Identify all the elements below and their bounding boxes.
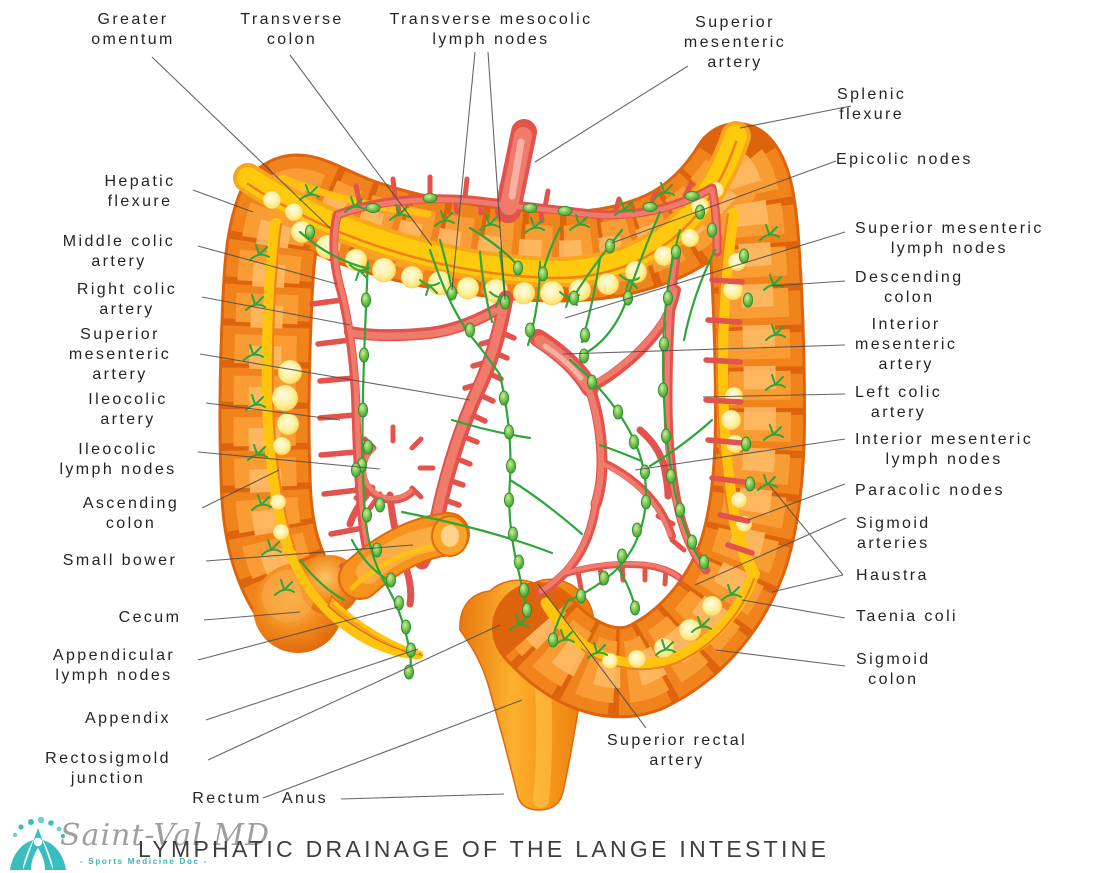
small-bowel (338, 512, 470, 600)
label-haustra: Haustra (856, 567, 929, 584)
label-ileocolic-lymph-nodes: Ileocolic lymph nodes (59, 441, 177, 478)
leader-lines (151, 51, 852, 800)
label-right-colic-artery: Right colic artery (76, 281, 178, 318)
label-left-colic-artery: Left colic artery (855, 384, 943, 421)
label-transverse-colon: Transverse colon (240, 11, 344, 48)
label-interior-mesenteric-lymph-nodes: Interior mesenteric lymph nodes (855, 431, 1034, 468)
label-paracolic-nodes: Paracolic nodes (855, 482, 1005, 499)
label-superior-mesenteric-lymph-nodes: Superior mesenteric lymph nodes (855, 220, 1044, 257)
label-appendix: Appendix (85, 710, 171, 727)
label-descending-colon: Descending colon (855, 269, 964, 306)
label-sigmoid-colon: Sigmoid colon (856, 651, 931, 688)
lymph-nodes (304, 190, 756, 680)
logo-script-name: Saint-Val MD (60, 818, 271, 853)
label-superior-mesenteric-artery-right: Superior mesenteric artery (683, 14, 787, 71)
label-hepatic-flexure: Hepatic flexure (104, 173, 176, 210)
label-superior-mesenteric-artery-left: Superior mesenteric artery (68, 326, 172, 383)
label-cecum: Cecum (118, 609, 182, 626)
label-ascending-colon: Ascending colon (82, 495, 180, 532)
label-small-bower: Small bower (62, 552, 178, 569)
label-anus: Anus (281, 790, 329, 807)
label-superior-rectal-artery: Superior rectal artery (606, 732, 748, 769)
logo-tagline: - Sports Medicine Doc - (80, 857, 208, 866)
label-interior-mesenteric-artery: Interior mesenteric artery (855, 316, 958, 373)
sports-medicine-logo-icon (10, 816, 66, 870)
label-epicolic-nodes: Epicolic nodes (836, 151, 973, 168)
label-splenic-flexure: Splenic flexure (837, 86, 907, 123)
diagram-title: LYMPHATIC DRAINAGE OF THE LANGE INTESTIN… (138, 836, 830, 862)
label-taenia-coli: Taenia coli (856, 608, 959, 625)
label-transverse-mesocolic-lymph-nodes: Transverse mesocolic lymph nodes (389, 11, 593, 48)
label-middle-colic-artery: Middle colic artery (62, 233, 176, 270)
label-ileocolic-artery: Ileocolic artery (88, 391, 168, 428)
label-greater-omentum: Greater omentum (91, 11, 175, 48)
label-sigmoid-arteries: Sigmoid arteries (856, 515, 931, 552)
label-rectosigmoid-junction: Rectosigmold junction (45, 750, 171, 787)
label-rectum: Rectum (192, 790, 262, 807)
label-appendicular-lymph-nodes: Appendicular lymph nodes (52, 647, 176, 684)
